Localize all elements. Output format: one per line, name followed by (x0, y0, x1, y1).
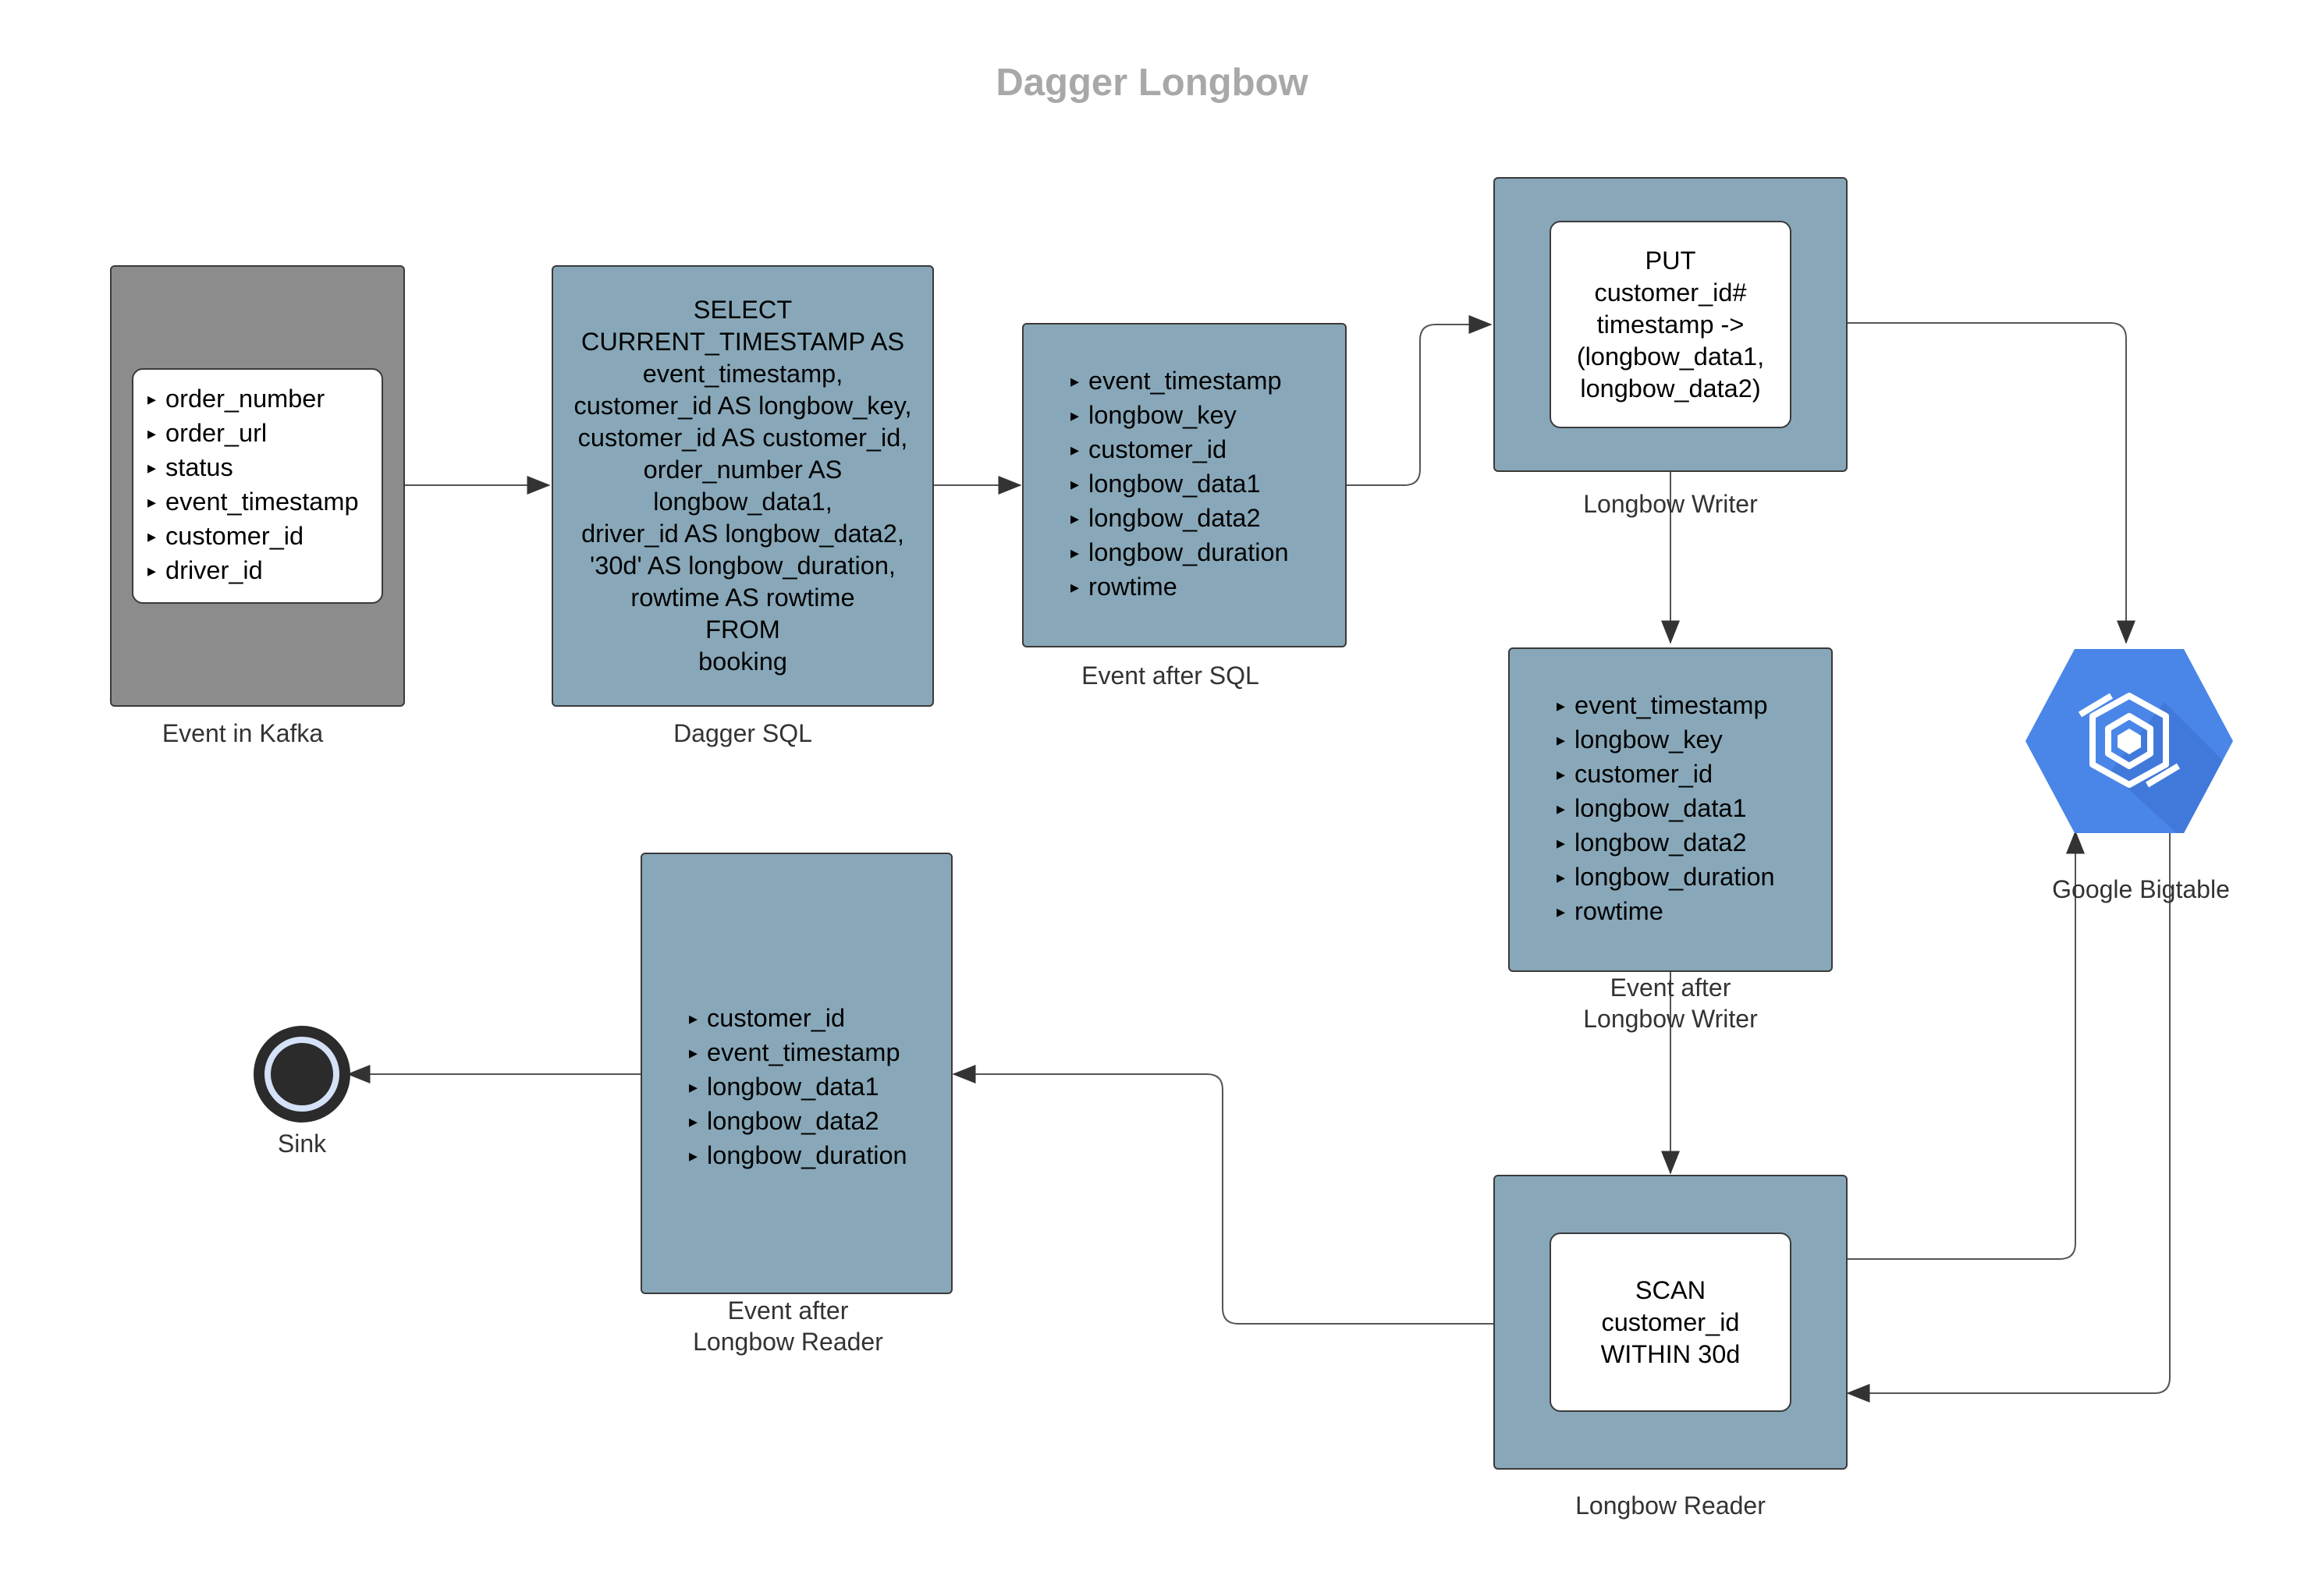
list-item: order_number (147, 383, 359, 417)
bigtable-node (2024, 647, 2235, 835)
longbow-writer-box: PUT customer_id# timestamp -> (longbow_d… (1493, 177, 1848, 472)
arrow-writer-to-bigtable (1846, 322, 2135, 644)
list-item: longbow_data2 (1070, 502, 1289, 537)
reader-operation-text: SCAN customer_id WITHIN 30d (1600, 1275, 1741, 1368)
arrow-after-sql-to-writer (1347, 315, 1493, 486)
list-item: customer_id (1070, 434, 1289, 468)
list-item: event_timestamp (1070, 365, 1289, 399)
sql-query-text: SELECT CURRENT_TIMESTAMP AS event_timest… (573, 296, 912, 676)
kafka-caption: Event in Kafka (162, 719, 324, 747)
google-bigtable-icon (2025, 649, 2233, 833)
list-item: longbow_data2 (1557, 827, 1775, 861)
after-reader-caption: Event after Longbow Reader (693, 1296, 883, 1356)
reader-caption: Longbow Reader (1575, 1491, 1766, 1520)
list-item: longbow_key (1070, 399, 1289, 434)
writer-operation-card: PUT customer_id# timestamp -> (longbow_d… (1550, 221, 1791, 428)
list-item: rowtime (1070, 571, 1289, 605)
list-item: event_timestamp (147, 486, 358, 520)
after-sql-field-list: event_timestamp longbow_key customer_id … (1070, 365, 1289, 605)
after-writer-caption: Event after Longbow Writer (1583, 974, 1758, 1033)
sql-caption: Dagger SQL (673, 719, 812, 747)
list-item: order_url (147, 417, 359, 452)
list-item: event_timestamp (689, 1037, 907, 1071)
list-item: event_timestamp (1557, 690, 1775, 724)
after-sql-caption: Event after SQL (1081, 661, 1259, 690)
list-item: longbow_duration (1557, 861, 1775, 896)
arrow-reader-to-after-reader (952, 1065, 1493, 1325)
list-item: longbow_data1 (689, 1071, 907, 1105)
sink-node (251, 1023, 353, 1125)
event-after-writer-box: event_timestamp longbow_key customer_id … (1508, 647, 1833, 972)
list-item: driver_id (147, 555, 359, 589)
kafka-fields-card: order_number order_url status event_time… (132, 368, 383, 604)
sink-end-icon (254, 1026, 350, 1123)
list-item: customer_id (147, 520, 359, 555)
list-item: longbow_data1 (1070, 468, 1289, 502)
list-item: customer_id (1557, 758, 1775, 793)
list-item: longbow_key (1557, 724, 1775, 758)
list-item: status (147, 452, 359, 486)
dagger-sql-box: SELECT CURRENT_TIMESTAMP AS event_timest… (552, 265, 934, 707)
kafka-field-list: order_number order_url status event_time… (147, 383, 359, 589)
sink-caption: Sink (277, 1130, 327, 1158)
kafka-event-box: order_number order_url status event_time… (110, 265, 405, 707)
list-item: customer_id (689, 1002, 907, 1037)
bigtable-caption: Google Bigtable (2052, 875, 2230, 903)
writer-caption: Longbow Writer (1583, 490, 1758, 518)
arrow-bigtable-to-reader (1846, 832, 2171, 1403)
reader-operation-card: SCAN customer_id WITHIN 30d (1550, 1232, 1791, 1412)
writer-operation-text: PUT customer_id# timestamp -> (longbow_d… (1576, 246, 1765, 403)
event-after-reader-box: customer_id event_timestamp longbow_data… (641, 853, 953, 1294)
after-writer-field-list: event_timestamp longbow_key customer_id … (1557, 690, 1775, 930)
list-item: rowtime (1557, 896, 1775, 930)
list-item: longbow_data1 (1557, 793, 1775, 827)
event-after-sql-box: event_timestamp longbow_key customer_id … (1022, 323, 1347, 647)
diagram-title: Dagger Longbow (996, 62, 1308, 104)
list-item: longbow_duration (1070, 537, 1289, 571)
list-item: longbow_duration (689, 1140, 907, 1174)
longbow-reader-box: SCAN customer_id WITHIN 30d (1493, 1175, 1848, 1470)
after-reader-field-list: customer_id event_timestamp longbow_data… (689, 1002, 907, 1174)
arrow-reader-to-bigtable (1846, 830, 2085, 1260)
list-item: longbow_data2 (689, 1105, 907, 1140)
